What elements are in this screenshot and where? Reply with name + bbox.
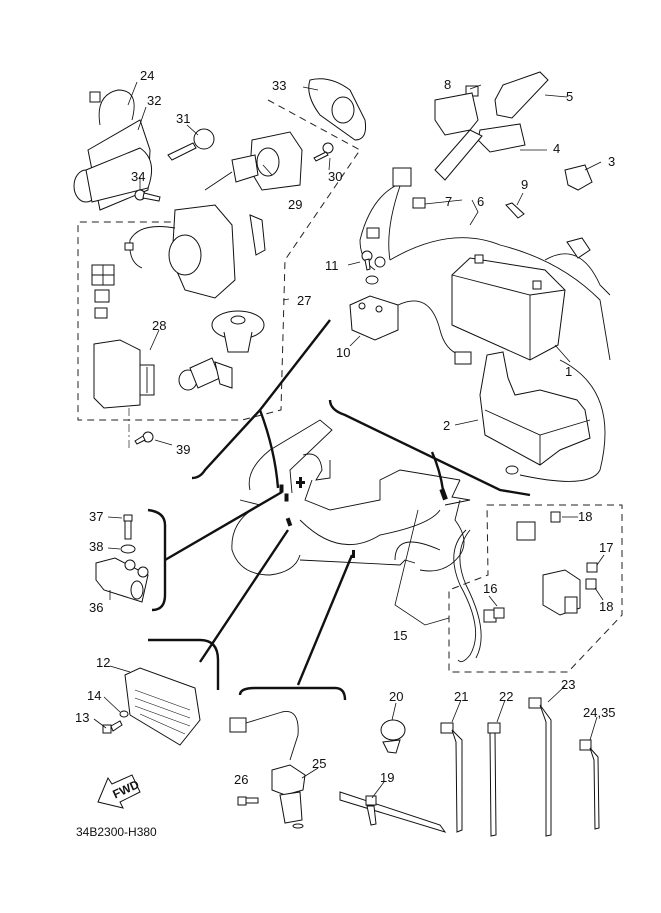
part-14-washer bbox=[119, 710, 129, 718]
drawing-code: 34B2300-H380 bbox=[76, 825, 157, 839]
part-16-connector bbox=[493, 607, 505, 619]
callout-39: 39 bbox=[176, 442, 190, 457]
callout-26: 26 bbox=[234, 772, 248, 787]
sensor-36-group bbox=[95, 508, 167, 612]
callout-38: 38 bbox=[89, 539, 103, 554]
callout-12: 12 bbox=[96, 655, 110, 670]
part-5-cover bbox=[494, 71, 549, 119]
part-30-screw bbox=[313, 142, 334, 162]
part-31-key bbox=[167, 128, 215, 161]
callout-18-top: 18 bbox=[578, 509, 592, 524]
cable-ties-group bbox=[339, 697, 600, 837]
callout-19: 19 bbox=[380, 770, 394, 785]
sub-harness-15-group bbox=[394, 504, 623, 673]
callout-27: 27 bbox=[297, 293, 311, 308]
callout-30: 30 bbox=[328, 169, 342, 184]
callout-10: 10 bbox=[336, 345, 350, 360]
part-9-terminal bbox=[505, 202, 525, 219]
sensor-25-group bbox=[229, 686, 347, 829]
part-36-sensor bbox=[95, 557, 149, 603]
part-33-cover bbox=[308, 78, 366, 141]
callout-34: 34 bbox=[131, 169, 145, 184]
callout-25: 25 bbox=[312, 756, 326, 771]
part-18-fuse-top bbox=[550, 511, 561, 523]
plus-marker-icon bbox=[296, 477, 305, 488]
callout-11: 11 bbox=[325, 258, 339, 273]
callout-22: 22 bbox=[499, 689, 513, 704]
part-39-bolt bbox=[128, 408, 154, 448]
callout-3: 3 bbox=[608, 154, 615, 169]
part-12-rectifier bbox=[124, 667, 201, 746]
fwd-arrow-icon: FWD bbox=[97, 774, 141, 809]
part-23-tie bbox=[528, 697, 552, 837]
callout-6: 6 bbox=[477, 194, 484, 209]
callout-24-35: 24,35 bbox=[583, 705, 616, 720]
part-28-ecu bbox=[93, 339, 155, 409]
part-29-lock bbox=[204, 131, 303, 191]
callout-18-bottom: 18 bbox=[599, 599, 613, 614]
callout-33: 33 bbox=[272, 78, 286, 93]
part-19-tie bbox=[339, 791, 447, 833]
callout-9: 9 bbox=[521, 177, 528, 192]
ignition-assembly-group bbox=[73, 78, 366, 448]
callout-20: 20 bbox=[389, 689, 403, 704]
callout-labels: 24 32 31 33 34 30 29 27 28 39 8 5 4 3 9 … bbox=[75, 68, 616, 787]
callout-28: 28 bbox=[152, 318, 166, 333]
part-6-wire-harness bbox=[359, 167, 611, 361]
part-34-screw bbox=[134, 189, 161, 202]
part-17-fuse bbox=[586, 562, 598, 573]
part-25-sensor bbox=[271, 764, 306, 829]
callout-24: 24 bbox=[140, 68, 154, 83]
part-21-tie bbox=[440, 722, 463, 833]
part-10-starter-relay bbox=[349, 295, 472, 365]
seat-lock bbox=[178, 357, 233, 391]
fuel-cap-lock bbox=[211, 310, 265, 353]
motorcycle-silhouette bbox=[164, 319, 531, 686]
callout-32: 32 bbox=[147, 93, 161, 108]
part-1-battery bbox=[451, 237, 611, 361]
callout-15: 15 bbox=[393, 628, 407, 643]
leader-lines bbox=[93, 81, 605, 799]
callout-5: 5 bbox=[566, 89, 573, 104]
callout-2: 2 bbox=[443, 418, 450, 433]
main-switch-body bbox=[91, 204, 266, 319]
callout-4: 4 bbox=[553, 141, 560, 156]
part-2-battery-case bbox=[479, 351, 606, 482]
callout-36: 36 bbox=[89, 600, 103, 615]
part-26-bolt bbox=[237, 796, 259, 806]
callout-14: 14 bbox=[87, 688, 101, 703]
part-24-35-tie bbox=[579, 739, 600, 830]
part-13-bolt bbox=[102, 720, 123, 734]
callout-31: 31 bbox=[176, 111, 190, 126]
part-20-clamp bbox=[380, 719, 406, 754]
callout-7: 7 bbox=[445, 194, 452, 209]
part-32-coil bbox=[73, 89, 153, 211]
part-38-washer bbox=[120, 544, 136, 554]
part-22-tie bbox=[487, 722, 501, 837]
callout-23: 23 bbox=[561, 677, 575, 692]
battery-harness-group bbox=[349, 71, 611, 482]
callout-17: 17 bbox=[599, 540, 613, 555]
callout-29: 29 bbox=[288, 197, 302, 212]
part-4-fuse-box bbox=[434, 92, 526, 181]
callout-37: 37 bbox=[89, 509, 103, 524]
callout-16: 16 bbox=[483, 581, 497, 596]
callout-8: 8 bbox=[444, 77, 451, 92]
part-37-bolt bbox=[123, 514, 133, 540]
part-18-fuse-bottom bbox=[585, 578, 597, 590]
callout-21: 21 bbox=[454, 689, 468, 704]
callout-1: 1 bbox=[565, 364, 572, 379]
callout-13: 13 bbox=[75, 710, 89, 725]
part-3-clamp bbox=[564, 164, 593, 191]
part-11-bolt bbox=[361, 250, 379, 285]
